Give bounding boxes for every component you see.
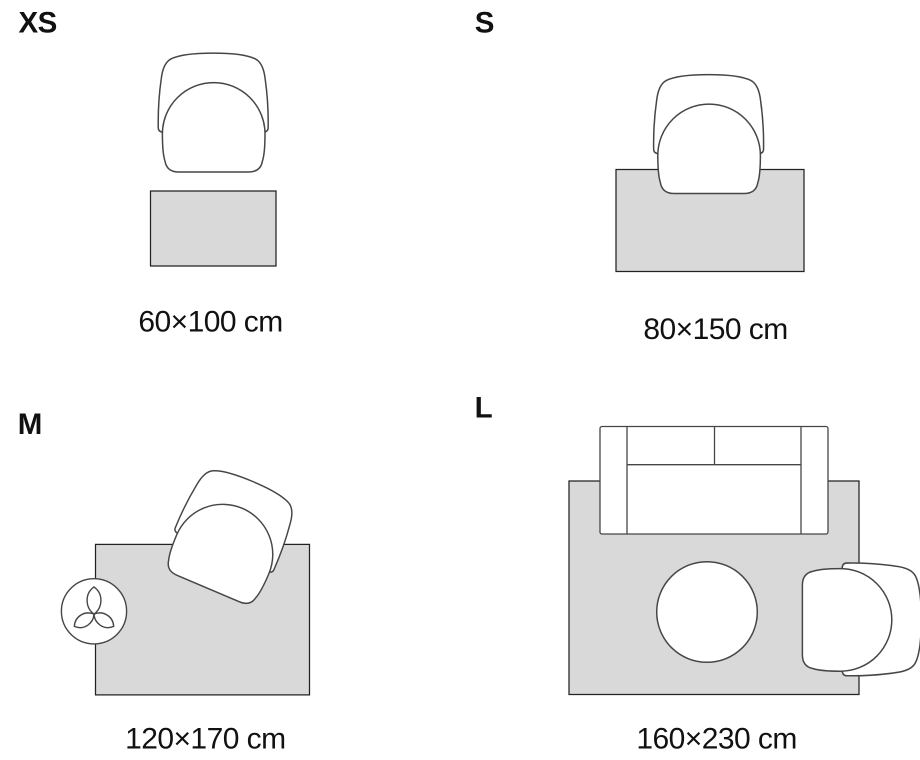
- svg-text:120×170 cm: 120×170 cm: [125, 723, 285, 756]
- svg-text:S: S: [475, 7, 495, 40]
- svg-text:60×100 cm: 60×100 cm: [138, 306, 282, 339]
- svg-text:M: M: [18, 408, 43, 441]
- svg-text:160×230 cm: 160×230 cm: [636, 723, 796, 756]
- svg-text:L: L: [475, 391, 493, 424]
- svg-text:80×150 cm: 80×150 cm: [643, 313, 787, 346]
- svg-text:XS: XS: [19, 6, 57, 39]
